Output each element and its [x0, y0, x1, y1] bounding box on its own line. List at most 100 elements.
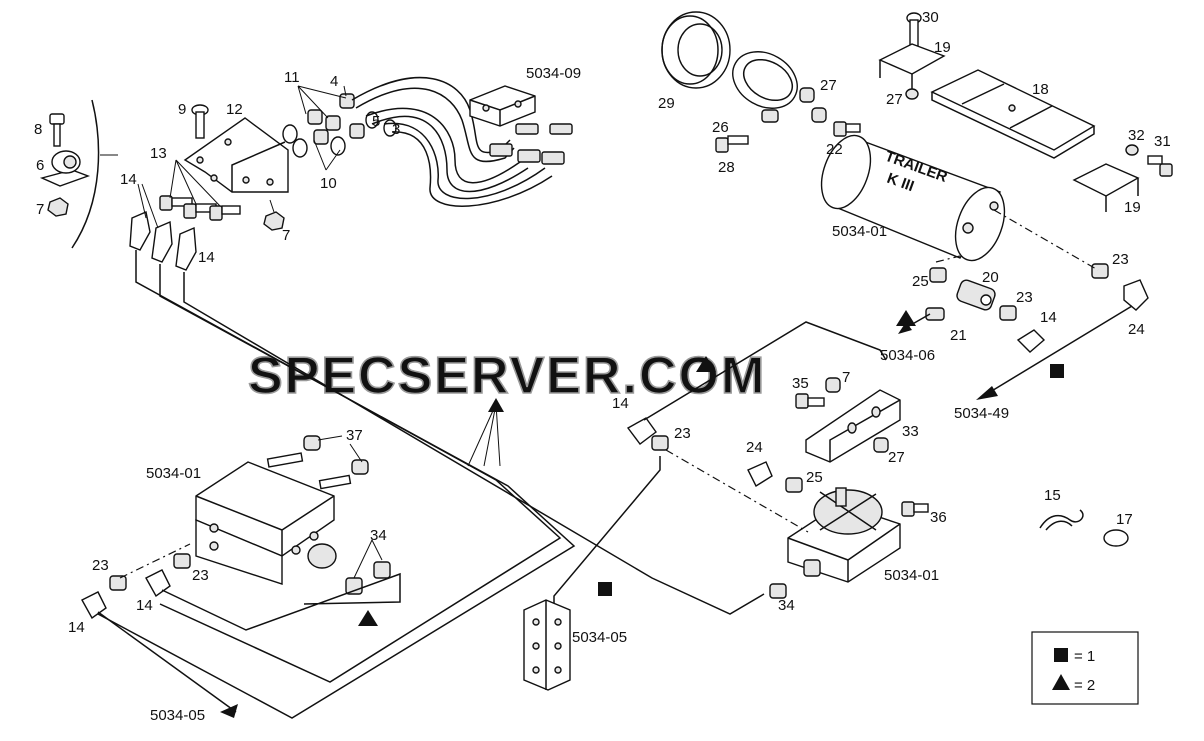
fitting-23-tank	[999, 305, 1017, 321]
clamp-6	[39, 150, 91, 187]
fitting-25-tank	[929, 267, 947, 283]
callout-6: 6	[36, 157, 44, 174]
callout-14: 14	[136, 597, 153, 614]
callout-25: 25	[912, 273, 929, 290]
arrow-5034-05	[220, 704, 238, 718]
callout-24: 24	[1128, 321, 1145, 338]
fitting-14-mid	[626, 417, 657, 445]
pads-18	[930, 69, 1096, 159]
fitting-14-lower-a	[81, 591, 107, 620]
callout-23: 23	[674, 425, 691, 442]
bolt-30	[906, 12, 922, 47]
legend-triangle-symbol	[1052, 674, 1070, 690]
callout-23: 23	[192, 567, 209, 584]
fitting-24-mid	[747, 461, 773, 488]
callout-27: 27	[888, 449, 905, 466]
valve-20	[956, 279, 996, 311]
pipe-runs	[97, 250, 765, 719]
callout-27: 27	[820, 77, 837, 94]
nut-27-bracket33	[873, 437, 889, 453]
callout-23: 23	[1112, 251, 1129, 268]
callout-13: 13	[150, 145, 167, 162]
callout-12: 12	[226, 101, 243, 118]
ref-5034-49: 5034-49	[954, 405, 1009, 422]
fitting-14-tank	[1016, 329, 1046, 353]
callout-14: 14	[1040, 309, 1057, 326]
nut-37-b	[351, 459, 369, 475]
nut-7-bracket	[263, 211, 285, 231]
strap-26	[732, 51, 798, 123]
fitting-14-lower-b	[145, 569, 171, 598]
ref-5034-01-left: 5034-01	[146, 465, 201, 482]
callout-4: 4	[330, 73, 338, 90]
callout-23: 23	[1016, 289, 1033, 306]
marker-triangle-mid	[696, 356, 716, 372]
callout-14: 14	[198, 249, 215, 266]
fitting-23-lower-a	[109, 575, 127, 591]
callout-9: 9	[178, 101, 186, 118]
bolt-31	[1147, 155, 1173, 177]
watermark: SPECSERVER.COM	[248, 347, 766, 405]
callout-11: 11	[284, 69, 300, 86]
ref-5034-05-arrow: 5034-05	[150, 707, 205, 724]
fitting-23-right	[1091, 263, 1109, 279]
mounting-plate	[523, 599, 571, 691]
callout-25: 25	[806, 469, 823, 486]
callout-8: 8	[34, 121, 42, 138]
callout-10: 10	[320, 175, 337, 192]
bolt-22	[833, 121, 861, 137]
hoses	[351, 76, 565, 207]
bracket-19-right	[1072, 163, 1140, 212]
marker-triangle-left	[358, 610, 378, 626]
callout-14: 14	[68, 619, 85, 636]
bracket-12	[183, 117, 289, 193]
washer-27	[905, 88, 919, 100]
ref-5034-09: 5034-09	[526, 65, 581, 82]
callout-3: 3	[392, 121, 400, 138]
callout-18: 18	[1032, 81, 1049, 98]
nut-7-bracket33	[825, 377, 841, 393]
callout-34: 34	[778, 597, 795, 614]
pipe-5034-49	[989, 305, 1133, 393]
legend-square-symbol	[1054, 648, 1068, 662]
callout-19: 19	[934, 39, 951, 56]
brake-valve-left	[195, 452, 352, 585]
marker-square-right	[1050, 364, 1064, 378]
callout-29: 29	[658, 95, 675, 112]
ref-5034-01-relay: 5034-01	[884, 567, 939, 584]
callout-24: 24	[746, 439, 763, 456]
bolt-36	[901, 501, 929, 517]
callout-14: 14	[120, 171, 137, 188]
callout-21: 21	[950, 327, 967, 344]
nut-7-left	[47, 197, 69, 217]
callout-27: 27	[886, 91, 903, 108]
bracket-33	[805, 389, 901, 463]
callout-7: 7	[36, 201, 44, 218]
ref-5034-06: 5034-06	[880, 347, 935, 364]
fitting-25-mid	[785, 477, 803, 493]
callout-30: 30	[922, 9, 939, 26]
group-bracket	[71, 99, 100, 249]
legend: = 1 = 2	[1031, 631, 1139, 705]
callout-31: 31	[1154, 133, 1171, 150]
callout-20: 20	[982, 269, 999, 286]
marker-square-bottom	[598, 582, 612, 596]
ref-5034-01-tank: 5034-01	[832, 223, 887, 240]
pipe-5034-06	[643, 321, 887, 421]
callout-7: 7	[282, 227, 290, 244]
connector-block-5034-09	[469, 85, 573, 135]
bolt-9	[191, 104, 209, 139]
washer-32	[1125, 144, 1139, 156]
marker-triangle-tank	[896, 310, 916, 326]
ref-5034-05-plate: 5034-05	[572, 629, 627, 646]
callout-34: 34	[370, 527, 387, 544]
cap-17	[1103, 529, 1129, 547]
bolt-8	[49, 113, 65, 147]
callout-36: 36	[930, 509, 947, 526]
fitting-34-a	[345, 577, 363, 595]
callout-35: 35	[792, 375, 809, 392]
callout-7: 7	[842, 369, 850, 386]
callout-26: 26	[712, 119, 729, 136]
fitting-23-mid	[651, 435, 669, 451]
